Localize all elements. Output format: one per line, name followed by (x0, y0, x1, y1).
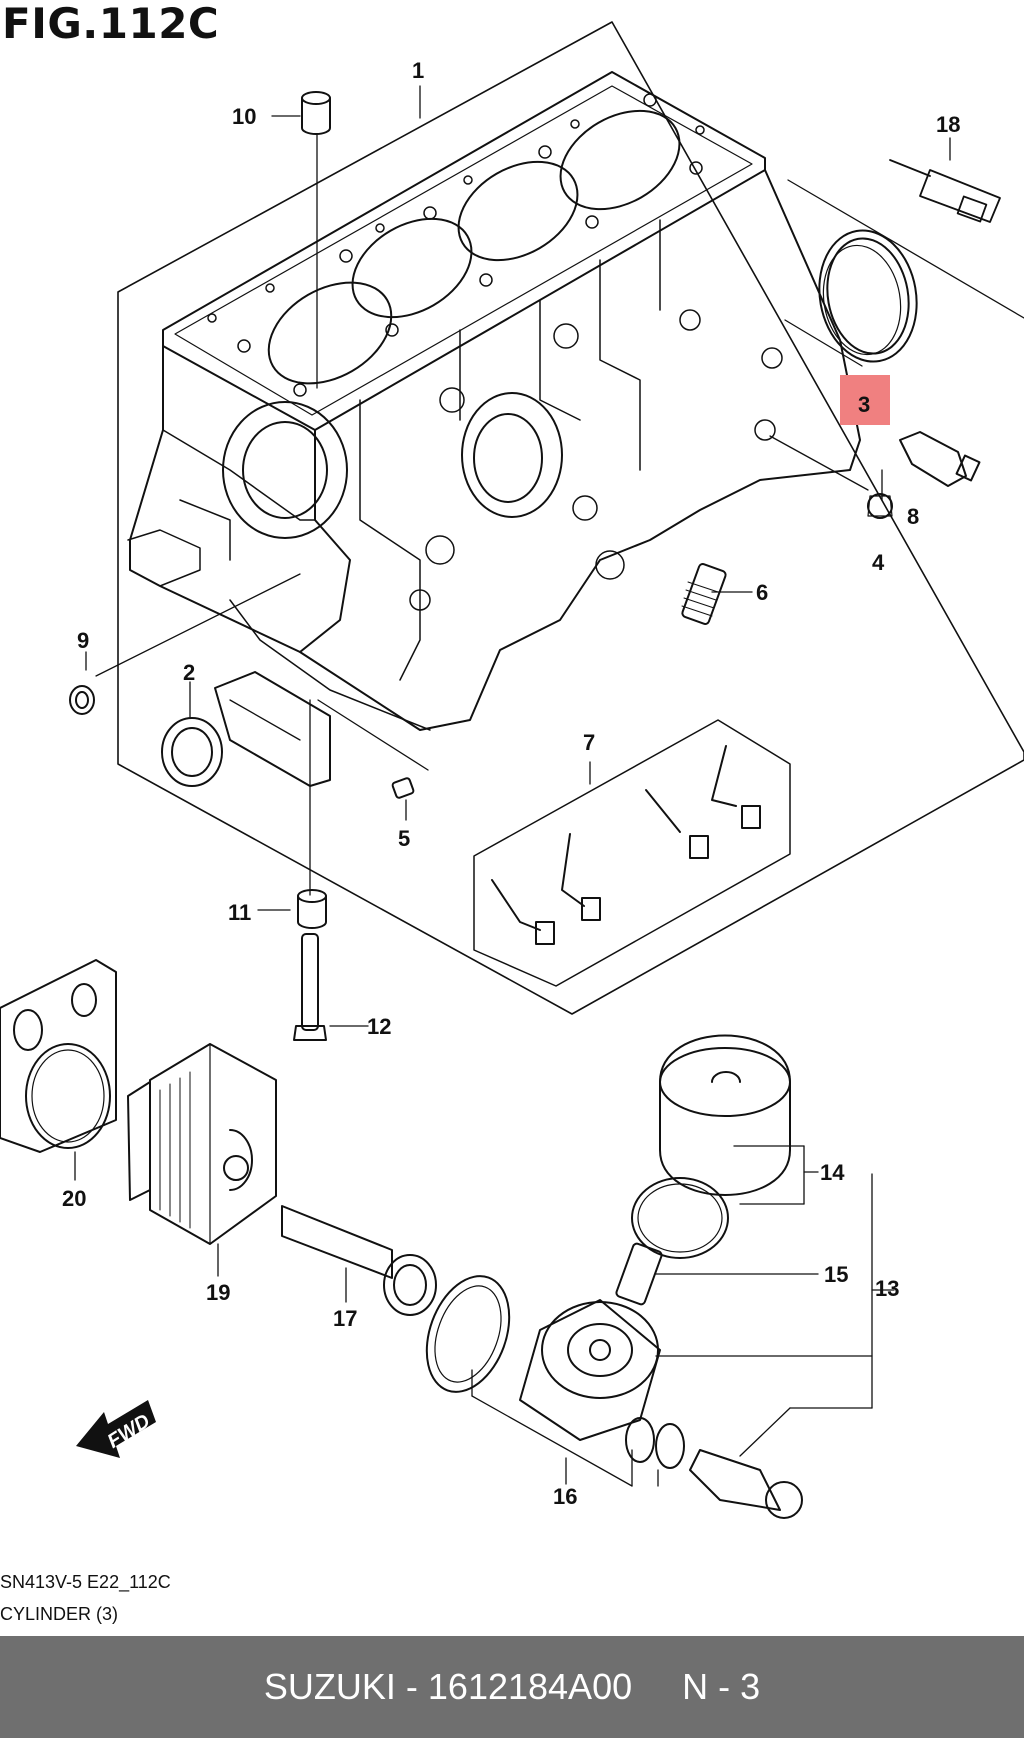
footer-qty: N - 3 (682, 1666, 761, 1707)
callout-8[interactable]: 8 (907, 504, 919, 529)
stud-part-6 (681, 563, 727, 625)
footer-bar: SUZUKI - 1612184A00 N - 3 (0, 1636, 1024, 1738)
bearing-cap (214, 671, 331, 787)
pressure-switch-part-8 (899, 431, 981, 487)
callout-17[interactable]: 17 (333, 1306, 357, 1331)
bolt-part-12 (293, 933, 327, 1041)
callout-3[interactable]: 3 (858, 392, 870, 417)
filter-stand-part-16 (425, 1275, 685, 1469)
oil-jet-box-part-7 (473, 719, 791, 987)
figure-code: SN413V-5 E22_112C (0, 1572, 171, 1592)
bolt-part-4 (867, 493, 893, 519)
callout-16[interactable]: 16 (553, 1484, 577, 1509)
callout-11[interactable]: 11 (228, 900, 251, 925)
dowel-part-5 (391, 777, 415, 799)
dowel-part-11 (297, 889, 327, 929)
callout-14[interactable]: 14 (820, 1160, 845, 1185)
relief-valve-part-13 (689, 1449, 803, 1519)
callout-10[interactable]: 10 (232, 104, 256, 129)
oil-seal-part-2 (161, 717, 223, 787)
dowel-part-10 (301, 91, 331, 135)
oil-filter-part-14 (631, 1034, 791, 1259)
callout-18[interactable]: 18 (936, 112, 960, 137)
highlight-box (840, 375, 890, 425)
plug-part-9 (69, 685, 95, 715)
callout-13[interactable]: 13 (875, 1276, 899, 1301)
callout-2[interactable]: 2 (183, 660, 195, 685)
footer-part-number: 1612184A00 (427, 1666, 633, 1707)
callout-9[interactable]: 9 (77, 628, 89, 653)
gasket-part-20 (0, 959, 117, 1153)
figure-name: CYLINDER (3) (0, 1604, 119, 1624)
callout-12[interactable]: 12 (367, 1014, 391, 1039)
callout-4[interactable]: 4 (872, 550, 885, 575)
parts-diagram: 1 2 3 4 5 6 7 8 9 10 11 12 13 14 15 16 1… (0, 21, 1024, 1519)
callout-7[interactable]: 7 (583, 730, 595, 755)
footer-brand: SUZUKI (263, 1666, 396, 1707)
cylinder-block (127, 71, 861, 731)
union-bolt-part-17 (281, 1205, 437, 1316)
callout-1[interactable]: 1 (412, 58, 424, 83)
leader-lines (74, 85, 951, 1487)
callout-15[interactable]: 15 (824, 1262, 848, 1287)
callout-19[interactable]: 19 (206, 1280, 230, 1305)
callout-6[interactable]: 6 (756, 580, 768, 605)
oil-cooler-part-19 (127, 1043, 277, 1245)
figure-title: FIG.112C (2, 0, 220, 48)
oil-seal-part-3 (787, 179, 1024, 363)
stud-part-15 (615, 1242, 663, 1306)
callout-5[interactable]: 5 (398, 826, 410, 851)
sensor-part-18 (889, 159, 1001, 223)
callout-20[interactable]: 20 (62, 1186, 86, 1211)
fwd-arrow-icon: FWD (76, 1400, 156, 1458)
footer-separator: - (405, 1666, 418, 1707)
assembly-outline (117, 21, 1024, 1015)
callout-labels: 1 2 3 4 5 6 7 8 9 10 11 12 13 14 15 16 1… (62, 58, 960, 1509)
